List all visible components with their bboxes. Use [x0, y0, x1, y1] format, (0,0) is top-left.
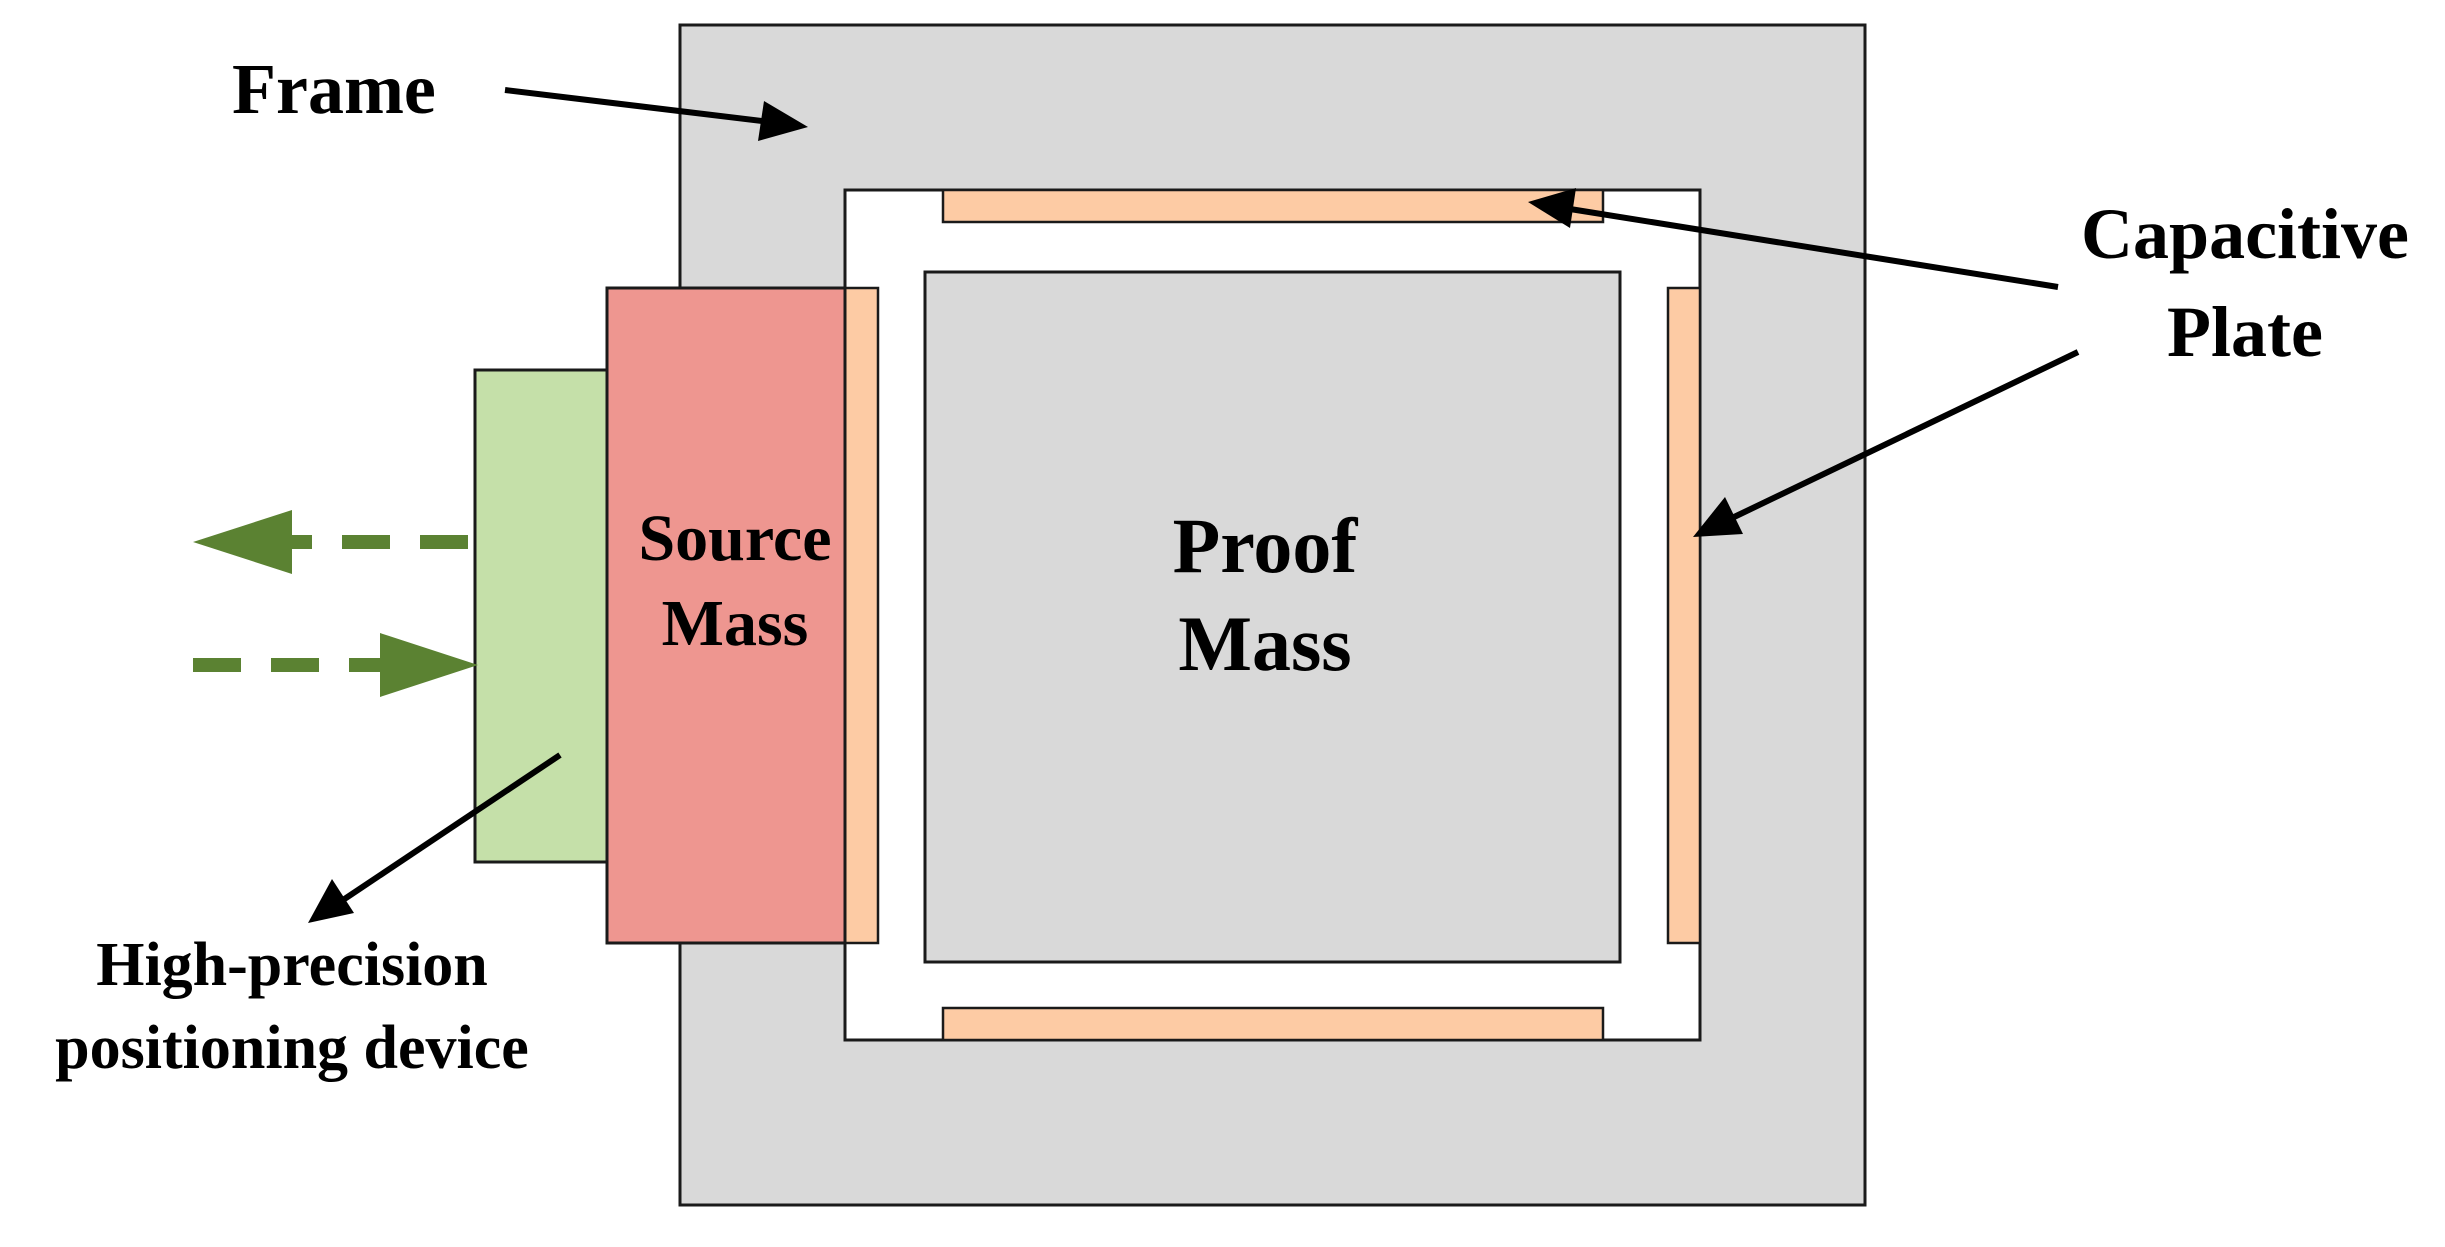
capacitive-top-pointer-arrow [1528, 188, 2059, 290]
motion-arrow-left [193, 510, 468, 574]
source-mass-label-line1: Source [638, 502, 831, 575]
positioning-device-label-line1: High-precision [96, 931, 488, 999]
capacitive-right-pointer-arrow [1693, 349, 2080, 537]
capacitive-plate-left [841, 286, 880, 945]
positioning-device [473, 368, 612, 864]
capacitive-plate-label-line1: Capacitive [2081, 194, 2409, 274]
source-mass [605, 286, 847, 945]
frame-label: Frame [232, 49, 436, 129]
frame-pointer-arrow [504, 87, 808, 141]
proof-mass-label-line1: Proof [1173, 502, 1359, 589]
capacitive-plate-label-line2: Plate [2167, 292, 2323, 372]
proof-mass-label-line2: Mass [1178, 600, 1351, 687]
capacitive-plate-top [941, 188, 1605, 224]
proof-mass [923, 270, 1622, 964]
positioning-device-label-line2: positioning device [55, 1014, 529, 1082]
capacitive-plate-right [1666, 286, 1702, 945]
positioning-device-pointer-arrow [308, 752, 562, 923]
motion-arrow-right [193, 633, 478, 697]
source-mass-label-line2: Mass [662, 587, 809, 660]
capacitive-plate-bottom [941, 1006, 1605, 1042]
